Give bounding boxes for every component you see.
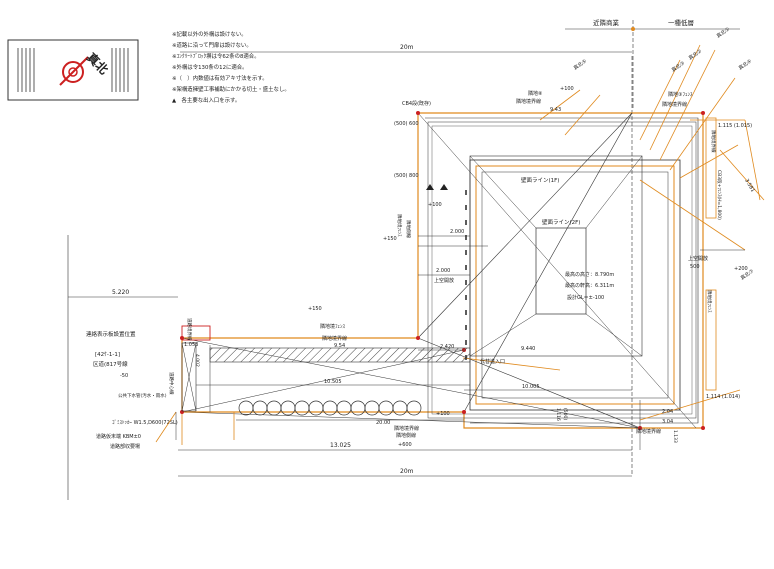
label-sewer: 公共下水管(汚水・雨水): [118, 392, 167, 399]
label-design-gl: 設計GL＝±-100: [567, 294, 604, 301]
label-neighbor-fence-mid: 隣地境ﾌｪﾝｽ: [320, 323, 346, 330]
label-road-name: [42ｹ-1-1]: [95, 351, 120, 358]
north-arrow-legend: 真北: [7, 39, 139, 101]
dim-plus150-b: +150: [308, 306, 322, 312]
dim-1133: 1.133: [672, 430, 678, 443]
dim-5220: 5.220: [112, 289, 129, 296]
dim-10505: 10.505: [324, 379, 342, 385]
marker-neighbor-5: 真北⑤: [572, 58, 588, 72]
dim-10005: 10.005: [522, 384, 540, 390]
entrance-triangle-icon: [426, 184, 434, 190]
label-entrance: 代替進入口: [480, 358, 505, 365]
dim-3581: 3.581: [743, 178, 755, 193]
marker-neighbor-3: 真北③: [670, 60, 686, 74]
label-boundary-bottom: 隣地境界線: [394, 425, 419, 432]
label-wall-line-2f: 壁面ライン(2F): [542, 218, 580, 226]
dim-20-00: 20.00: [376, 420, 390, 426]
marker-neighbor-2: 真北②: [687, 47, 703, 61]
dim-500-600: (500) 600: [394, 121, 419, 127]
note-line: ※（ ）内数値は有効アキ寸法を示す。: [172, 76, 268, 82]
dim-9430: 9.43: [550, 107, 561, 113]
dim-20m-top: 20m: [400, 44, 414, 51]
label-boundary-top: 隣地境界線: [516, 98, 541, 105]
label-eave-height: 最高の軒高：6.311m: [565, 282, 614, 289]
entrance-triangle-icon: [440, 184, 448, 190]
label-road-notice: 連絡表示板設置位置: [86, 330, 136, 338]
north-compass-icon: [62, 61, 84, 83]
dim-1114: 1.114 (1.014): [706, 394, 740, 400]
label-neighbor-side: 隣地側線: [405, 220, 412, 238]
note-line: ▲ 各主要な出入口を示す。: [172, 98, 241, 104]
note-line: ※架構造擁壁工事補助にかかる切土・盛土なし。: [172, 87, 290, 93]
dim-9540: 9.54: [334, 343, 345, 349]
dim-plus200: +200: [734, 266, 748, 272]
label-road-boundary: 道路境界線: [186, 318, 193, 341]
label-fence-top: 隣地③ﾌｪﾝｽ: [668, 91, 693, 98]
label-block-wall: CB4段(既存): [402, 100, 431, 107]
label-neighbor-b: 隣地⑧: [528, 90, 543, 97]
dim-500-800: (500) 800: [394, 173, 419, 179]
zone-commercial-label: 近隣商業: [593, 18, 620, 27]
dim-500: 500: [690, 264, 700, 270]
dim-2420: 2.420: [440, 344, 454, 350]
note-line: ※外構は令130条の12に適合。: [172, 65, 248, 71]
dim-1053: 1.053: [184, 342, 198, 348]
neighbor-markers: 真北① 真北② 真北③ 真北④ 真北⑤ 真北⑦: [572, 25, 755, 281]
dim-4002: 4.002: [194, 354, 200, 367]
label-drainage: ｺﾞﾐｽﾄｯｶｰ W1.5,D600(72SL): [112, 419, 178, 426]
dim-plus100-a: +100: [560, 86, 574, 92]
zone-header: 近隣商業 一種低層 20m: [180, 18, 740, 110]
label-fence-right: 隣地境ﾌｪﾝｽ: [706, 290, 713, 313]
dim-2040: 2.04: [662, 409, 673, 415]
dim-500-b: (500): [562, 408, 568, 420]
label-neighbor-fence: 隣地境ﾌｪﾝｽ: [396, 214, 403, 237]
dim-2000-a: 2.000: [450, 229, 464, 235]
label-boundary-right: 隣地境界線: [710, 130, 717, 153]
dim-1116: 1.116: [555, 408, 561, 421]
guide-lines: 5.220 20m 13.025: [67, 56, 633, 500]
note-line: ※道路に沿って門扉は設けない。: [172, 43, 252, 49]
drawing-labels: 隣地⑧ 隣地境界線 9.43 CB4段(既存) 隣地境界線 隣地③ﾌｪﾝｽ 1.…: [86, 86, 756, 450]
label-building-height: 最高の高さ：8.790m: [565, 271, 614, 278]
dim-1115: 1.115 (1.015): [718, 123, 752, 129]
label-boundary-right-top: 隣地境界線: [662, 101, 687, 108]
note-line: ※記載以外の外構は設けない。: [172, 32, 247, 38]
dim-9440: 9.440: [521, 346, 535, 352]
dim-3040: 3.04: [662, 419, 673, 425]
dim-plus600: +600: [398, 442, 412, 448]
label-open-space-2: 上空開放: [688, 255, 708, 262]
marker-neighbor-4: 真北④: [737, 57, 753, 71]
label-road-center: 道路中心線: [168, 372, 175, 395]
driveway-area: [181, 184, 471, 416]
dim-20m-bottom: 20m: [400, 468, 414, 475]
dim-13025: 13.025: [330, 442, 351, 449]
label-road-end: 道路部収要場: [110, 443, 140, 450]
label-wall-line-1f: 壁面ライン(1F): [521, 176, 559, 184]
dim-plus100-b: +100: [428, 202, 442, 208]
dim-minus50: -50: [120, 373, 128, 379]
north-label: 真北: [84, 50, 112, 78]
dim-plus100-c: +100: [436, 411, 450, 417]
label-open-space: 上空開放: [434, 277, 454, 284]
zone-residential-label: 一種低層: [668, 18, 694, 27]
note-line: ※ｺﾝｸﾘｰﾄﾌﾞﾛｯｸ塀は令62条の8適合。: [172, 54, 260, 60]
label-benchmark: 道路仮末端 KBM±0: [96, 433, 141, 440]
setback-lines: [181, 44, 765, 445]
dim-plus150-a: +150: [383, 236, 397, 242]
label-road-name-2: 区道(817号線: [93, 360, 128, 368]
notes-panel: ※記載以外の外構は設けない。 ※道路に沿って門扉は設けない。 ※ｺﾝｸﾘｰﾄﾌﾞ…: [172, 30, 290, 107]
label-block-right: CB3段+ﾌｪﾝｽ(H=1,800): [716, 170, 723, 220]
label-boundary-mid: 隣地境界線: [322, 335, 347, 342]
label-neighbor-side-bottom: 隣地側線: [396, 432, 416, 439]
shrub-row: [238, 400, 422, 416]
internal-dims: [196, 235, 745, 450]
dim-2000-b: 2.000: [436, 268, 450, 274]
label-boundary-corner: 隣地境界線: [636, 428, 661, 435]
marker-neighbor-1: 真北①: [715, 25, 731, 39]
